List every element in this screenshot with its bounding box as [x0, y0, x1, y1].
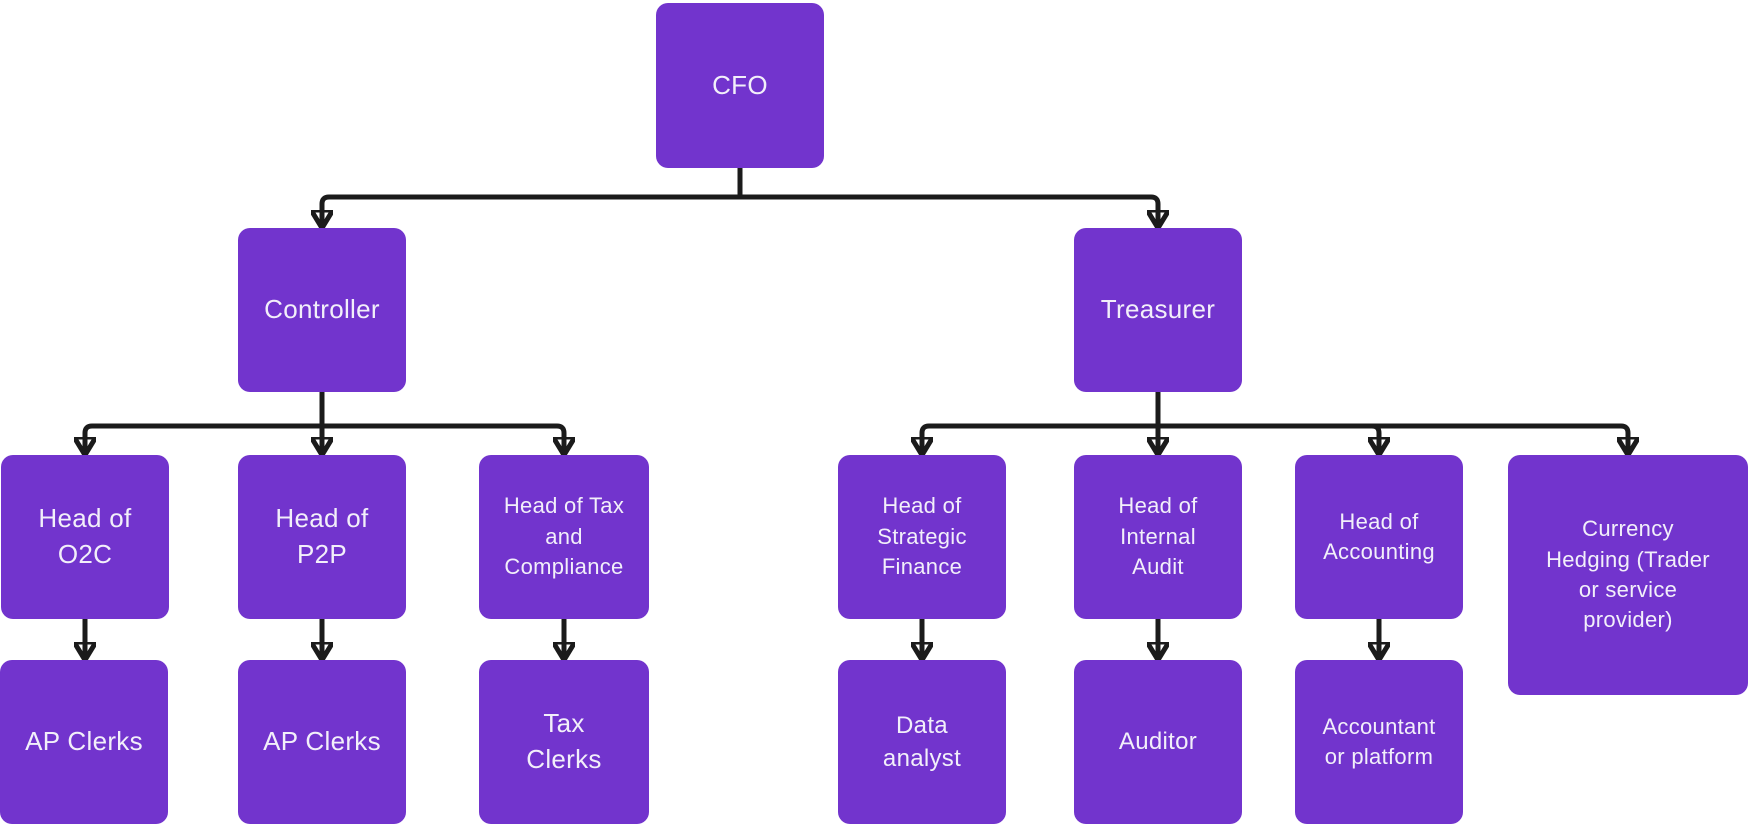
- node-head-of-p2p-label: Head of P2P: [275, 503, 369, 569]
- node-tax-clerks: Tax Clerks: [479, 660, 649, 824]
- node-auditor-label: Auditor: [1118, 728, 1198, 756]
- node-head-of-internal-audit: Head of Internal Audit: [1074, 455, 1242, 619]
- node-data-analyst-label: Data analyst: [882, 711, 962, 772]
- connector-cfo-treasurer: [740, 194, 1158, 228]
- node-accountant-or-platform-label: Accountant or platform: [1322, 713, 1436, 769]
- connector-treasurer-head-strategic: [922, 423, 1158, 455]
- node-data-analyst: Data analyst: [838, 660, 1006, 824]
- node-ap-clerks-1-label: AP Clerks: [25, 726, 143, 757]
- node-currency-hedging: Currency Hedging (Trader or service prov…: [1508, 455, 1748, 695]
- node-head-of-tax-and-compliance-label: Head of Tax and Compliance: [503, 493, 625, 580]
- node-head-of-tax-and-compliance: Head of Tax and Compliance: [479, 455, 649, 619]
- node-cfo-label: CFO: [712, 69, 768, 100]
- node-cfo: CFO: [656, 3, 824, 168]
- node-currency-hedging-label: Currency Hedging (Trader or service prov…: [1546, 516, 1710, 633]
- connector-treasurer-head-accounting: [1158, 423, 1379, 455]
- node-ap-clerks-2-label: AP Clerks: [263, 726, 381, 757]
- node-head-of-strategic-finance-label: Head of Strategic Finance: [877, 493, 967, 580]
- node-auditor: Auditor: [1074, 660, 1242, 824]
- node-controller: Controller: [238, 228, 406, 392]
- node-head-of-internal-audit-label: Head of Internal Audit: [1118, 493, 1198, 580]
- node-treasurer-label: Treasurer: [1100, 294, 1216, 325]
- node-controller-label: Controller: [264, 294, 380, 325]
- connector-treasurer-currency-hedging: [1158, 423, 1628, 455]
- node-ap-clerks-2: AP Clerks: [238, 660, 406, 824]
- node-head-of-strategic-finance: Head of Strategic Finance: [838, 455, 1006, 619]
- node-head-of-accounting: Head of Accounting: [1295, 455, 1463, 619]
- connector-cfo-controller: [322, 194, 740, 228]
- node-treasurer: Treasurer: [1074, 228, 1242, 392]
- connector-controller-head-o2c: [85, 423, 322, 455]
- node-head-of-o2c: Head of O2C: [1, 455, 169, 619]
- node-tax-clerks-label: Tax Clerks: [526, 708, 602, 774]
- node-head-of-p2p: Head of P2P: [238, 455, 406, 619]
- connector-controller-head-tax: [322, 423, 564, 455]
- node-ap-clerks-1: AP Clerks: [0, 660, 168, 824]
- node-head-of-accounting-label: Head of Accounting: [1323, 508, 1435, 564]
- node-head-of-o2c-label: Head of O2C: [38, 503, 132, 569]
- node-accountant-or-platform: Accountant or platform: [1295, 660, 1463, 824]
